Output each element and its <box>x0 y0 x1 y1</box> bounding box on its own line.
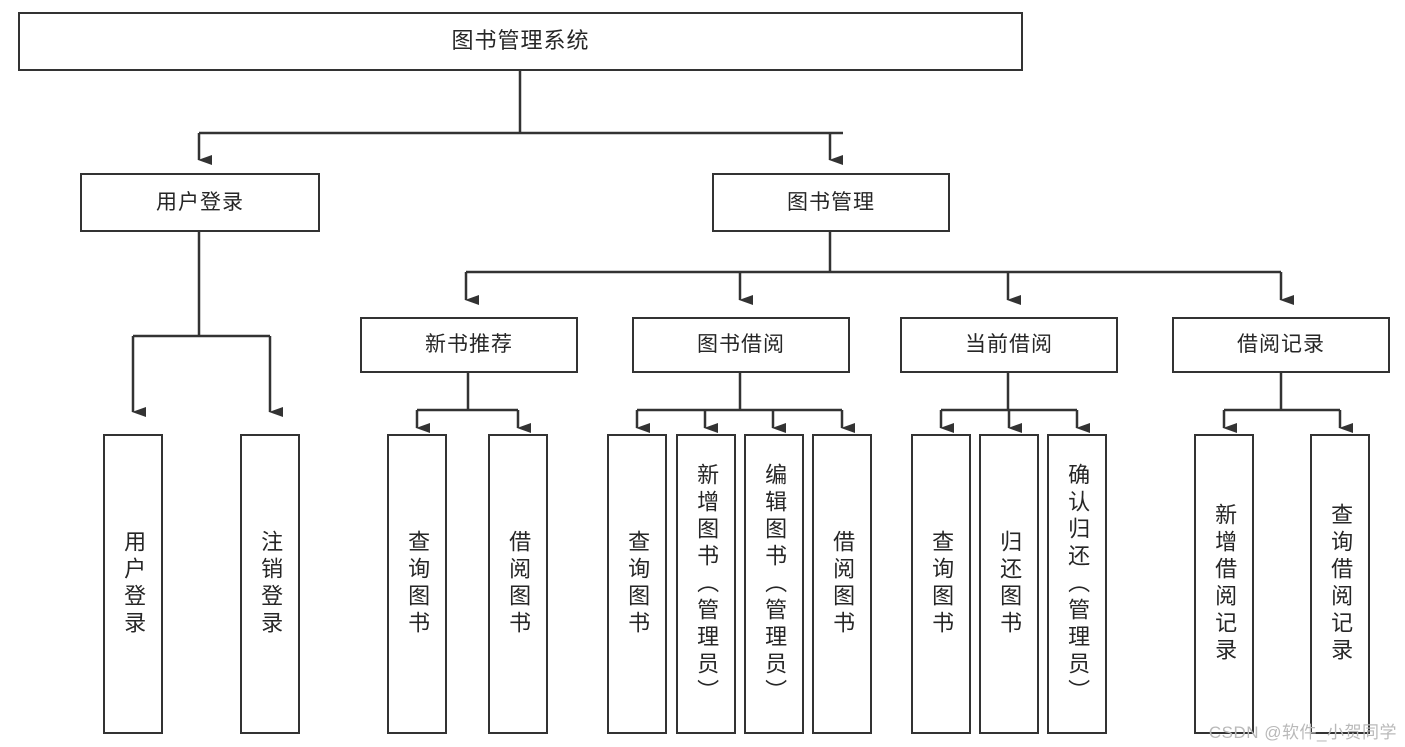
node-new-book-recommend[interactable]: 新书推荐 <box>360 317 578 373</box>
leaf-confirm-return[interactable]: 确认归还（管理员） <box>1047 434 1107 734</box>
node-book-manage[interactable]: 图书管理 <box>712 173 950 232</box>
leaf-return-book[interactable]: 归还图书 <box>979 434 1039 734</box>
node-current-borrow[interactable]: 当前借阅 <box>900 317 1118 373</box>
leaf-borrow-book-recommend[interactable]: 借阅图书 <box>488 434 548 734</box>
leaf-label: 查询图书 <box>625 530 651 638</box>
leaf-label: 新增图书（管理员） <box>694 462 720 706</box>
node-root[interactable]: 图书管理系统 <box>18 12 1023 71</box>
leaf-label: 编辑图书（管理员） <box>762 462 788 706</box>
node-user-login[interactable]: 用户登录 <box>80 173 320 232</box>
leaf-user-login[interactable]: 用户登录 <box>103 434 163 734</box>
leaf-label: 用户登录 <box>121 530 147 638</box>
leaf-label: 查询图书 <box>405 530 431 638</box>
leaf-label: 借阅图书 <box>506 530 532 638</box>
node-borrow-record[interactable]: 借阅记录 <box>1172 317 1390 373</box>
leaf-label: 查询借阅记录 <box>1328 503 1354 665</box>
leaf-label: 归还图书 <box>997 530 1023 638</box>
leaf-query-book-current[interactable]: 查询图书 <box>911 434 971 734</box>
leaf-label: 新增借阅记录 <box>1212 503 1238 665</box>
csdn-watermark: CSDN @软件_小贺同学 <box>1208 723 1397 742</box>
leaf-query-book-recommend[interactable]: 查询图书 <box>387 434 447 734</box>
leaf-add-borrow-record[interactable]: 新增借阅记录 <box>1194 434 1254 734</box>
leaf-label: 注销登录 <box>258 530 284 638</box>
leaf-add-book[interactable]: 新增图书（管理员） <box>676 434 736 734</box>
node-book-borrow[interactable]: 图书借阅 <box>632 317 850 373</box>
leaf-logout[interactable]: 注销登录 <box>240 434 300 734</box>
leaf-edit-book[interactable]: 编辑图书（管理员） <box>744 434 804 734</box>
leaf-query-borrow-record[interactable]: 查询借阅记录 <box>1310 434 1370 734</box>
leaf-label: 查询图书 <box>929 530 955 638</box>
leaf-borrow-book[interactable]: 借阅图书 <box>812 434 872 734</box>
leaf-label: 借阅图书 <box>830 530 856 638</box>
leaf-label: 确认归还（管理员） <box>1065 462 1091 706</box>
leaf-query-book-borrow[interactable]: 查询图书 <box>607 434 667 734</box>
